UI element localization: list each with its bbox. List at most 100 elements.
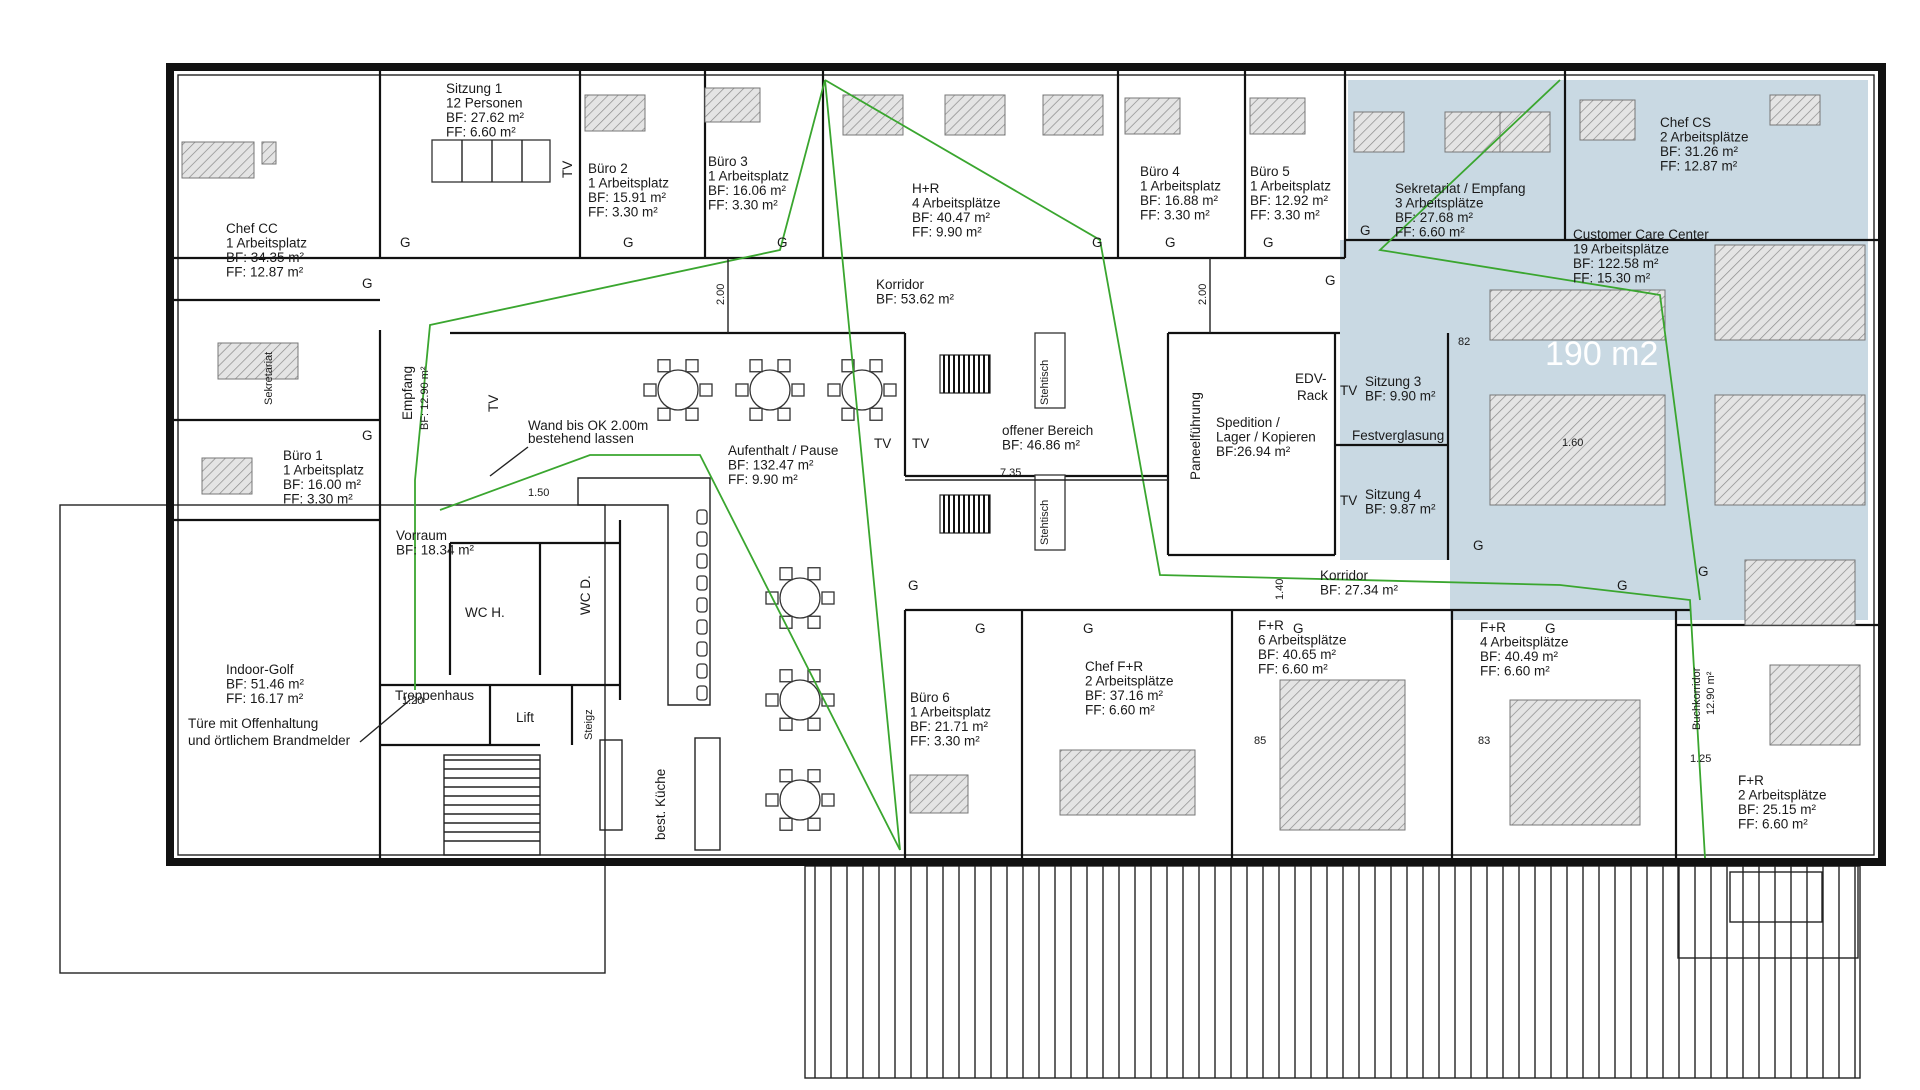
bar-stool	[696, 619, 708, 635]
dim-7-35: 7.35	[1000, 467, 1021, 479]
outer-walls	[166, 63, 1886, 866]
edv-rack-1: EDV-	[1295, 371, 1327, 386]
area-highlight-label: 190 m2	[1545, 335, 1658, 373]
wand-note-1: Wand bis OK 2.00m	[528, 418, 648, 433]
room-label-sitzung-3: Sitzung 3BF: 9.90 m²	[1365, 374, 1436, 404]
room-h-r-line: H+R	[912, 181, 940, 196]
room-vorraum-line: Vorraum	[396, 528, 447, 543]
room-fr-2-line: FF: 6.60 m²	[1738, 817, 1808, 832]
room-chef-cc-line: Chef CC	[226, 221, 278, 236]
g-marker: G	[975, 621, 986, 636]
workstations	[181, 87, 1866, 831]
bar-stool	[696, 509, 708, 525]
workstation	[1714, 244, 1866, 341]
room-fr-4-line: F+R	[1480, 620, 1506, 635]
g-marker: G	[1263, 235, 1274, 250]
workstation	[1744, 559, 1856, 626]
room-customer-care-line: BF: 122.58 m²	[1573, 256, 1659, 271]
room-chef-fr-line: Chef F+R	[1085, 659, 1143, 674]
room-korridor-1-line: Korridor	[876, 277, 925, 292]
room-sekretariat-line: BF: 27.68 m²	[1395, 210, 1474, 225]
round-table	[643, 359, 713, 421]
workstation	[1769, 664, 1861, 746]
room-h-r-line: FF: 9.90 m²	[912, 225, 982, 240]
kitchen-counter	[577, 477, 721, 851]
workstation	[584, 94, 646, 132]
room-fr-4-line: BF: 40.49 m²	[1480, 649, 1559, 664]
room-sitzung-3-line: BF: 9.90 m²	[1365, 389, 1436, 404]
room-sitzung-3-line: Sitzung 3	[1365, 374, 1421, 389]
stehtisch-tables	[939, 332, 1066, 551]
room-customer-care-line: Customer Care Center	[1573, 227, 1709, 242]
g-marker: G	[1473, 538, 1484, 553]
room-buero-2-line: 1 Arbeitsplatz	[588, 176, 669, 191]
g-marker: G	[1092, 235, 1103, 250]
edv-rack-2: Rack	[1297, 388, 1328, 403]
terrace	[804, 865, 1861, 1079]
round-table	[765, 769, 835, 831]
empfang-label: Empfang	[400, 366, 415, 420]
room-vorraum-line: BF: 18.34 m²	[396, 543, 475, 558]
room-buero-4-line: BF: 16.88 m²	[1140, 193, 1219, 208]
room-buero-1-line: Büro 1	[283, 448, 323, 463]
bar-stool	[696, 531, 708, 547]
dim-1-60: 1.60	[1562, 437, 1583, 449]
workstation	[1499, 111, 1551, 153]
workstation	[1042, 94, 1104, 136]
stair-left	[443, 754, 541, 856]
g-marker: G	[1293, 621, 1304, 636]
g-marker: G	[362, 428, 373, 443]
room-spedition-line: BF:26.94 m²	[1216, 444, 1291, 459]
workstation	[944, 94, 1006, 136]
room-buero-3-line: FF: 3.30 m²	[708, 198, 778, 213]
room-chef-fr-line: 2 Arbeitsplätze	[1085, 674, 1174, 689]
dim-2-00-right: 2.00	[1197, 284, 1209, 305]
room-aufenthalt-line: FF: 9.90 m²	[728, 472, 798, 487]
room-fr-6-line: F+R	[1258, 618, 1284, 633]
room-chef-cc-line: BF: 34.35 m²	[226, 250, 305, 265]
room-sitzung-4-line: BF: 9.87 m²	[1365, 502, 1436, 517]
room-fr-6-line: 6 Arbeitsplätze	[1258, 633, 1347, 648]
room-sitzung-1-line: 12 Personen	[446, 96, 523, 111]
room-buero-5-line: 1 Arbeitsplatz	[1250, 179, 1331, 194]
g-marker: G	[1360, 223, 1371, 238]
workstation	[842, 94, 904, 136]
stair-right	[1677, 865, 1859, 959]
room-chef-fr-line: FF: 6.60 m²	[1085, 703, 1155, 718]
g-marker: G	[1545, 621, 1556, 636]
tv-pause-2: TV	[912, 436, 929, 451]
room-buero-2-line: BF: 15.91 m²	[588, 190, 667, 205]
room-buero-6-line: FF: 3.30 m²	[910, 734, 980, 749]
room-chef-cs-line: FF: 12.87 m²	[1660, 159, 1738, 174]
dim-1-50: 1.50	[528, 487, 549, 499]
room-buero-6-line: BF: 21.71 m²	[910, 719, 989, 734]
round-table	[765, 567, 835, 629]
room-indoor-golf-line: BF: 51.46 m²	[226, 677, 305, 692]
room-sekretariat-line: Sekretariat / Empfang	[1395, 181, 1526, 196]
g-marker: G	[1325, 273, 1336, 288]
room-buero-3-line: BF: 16.06 m²	[708, 183, 787, 198]
room-spedition-line: Lager / Kopieren	[1216, 430, 1316, 445]
workstation	[704, 87, 761, 123]
room-buero-2-line: Büro 2	[588, 161, 628, 176]
room-h-r-line: 4 Arbeitsplätze	[912, 196, 1001, 211]
g-marker: G	[1698, 564, 1709, 579]
workstation	[1124, 97, 1181, 135]
dim-2-00-left: 2.00	[715, 284, 727, 305]
buchkorridor: Buchkorridor	[1691, 667, 1703, 730]
room-buero-4-line: Büro 4	[1140, 164, 1180, 179]
round-tables	[643, 359, 897, 831]
room-fr-2-line: 2 Arbeitsplätze	[1738, 788, 1827, 803]
bar-stool	[696, 641, 708, 657]
